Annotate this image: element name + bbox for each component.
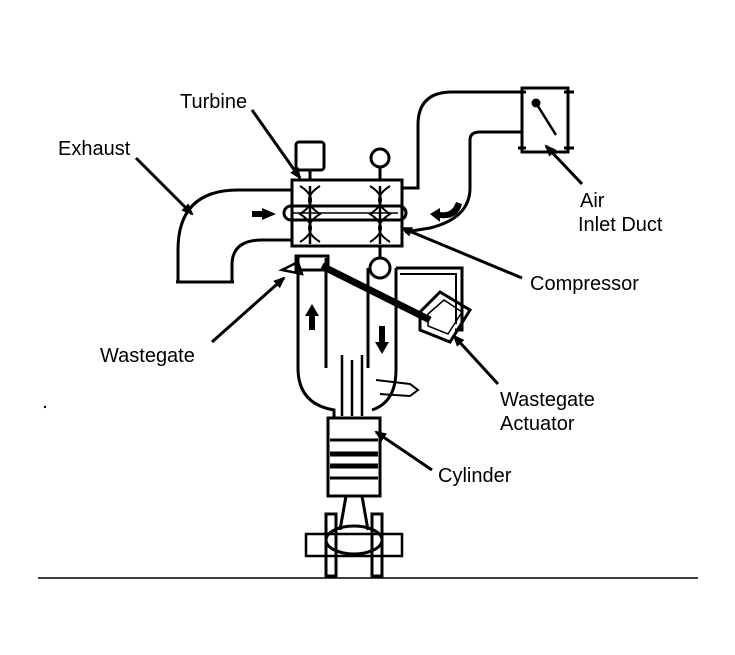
exhaust-leader: [134, 156, 194, 216]
flow-arrow-exhaust-out: [252, 208, 276, 220]
label-exhaust: Exhaust: [58, 138, 131, 160]
leader-lines: [134, 109, 584, 472]
label-wastegate: Wastegate: [100, 345, 195, 367]
label-compressor: Compressor: [530, 273, 639, 295]
label-air-inlet-line1: Air: [580, 190, 605, 212]
stray-mark: [43, 405, 47, 409]
wastegate-actuator: [418, 290, 473, 344]
air-inlet-leader: [544, 144, 584, 186]
cylinder: [326, 416, 382, 498]
cylinder-head: [340, 355, 420, 416]
label-air-inlet-line2: Inlet Duct: [578, 214, 663, 236]
turbine-leader: [250, 109, 302, 180]
label-wastegate-actuator-line1: Wastegate: [500, 389, 595, 411]
wastegate-leader: [211, 276, 286, 344]
exhaust-pipe: [176, 188, 292, 284]
label-wastegate-actuator-line2: Actuator: [500, 413, 575, 435]
turbocharger: [282, 140, 408, 248]
flow-arrow-down: [375, 326, 389, 354]
connecting-rod: [304, 495, 404, 578]
air-inlet-duct: [402, 86, 574, 234]
wastegate-actuator-leader: [452, 334, 500, 386]
flow-arrow-air-in: [430, 202, 462, 222]
label-cylinder: Cylinder: [438, 465, 512, 487]
compressor-leader: [400, 226, 523, 280]
label-turbine: Turbine: [180, 91, 247, 113]
flow-arrow-up: [305, 304, 319, 330]
wastegate-valve: [278, 260, 304, 276]
cylinder-leader: [374, 430, 433, 472]
